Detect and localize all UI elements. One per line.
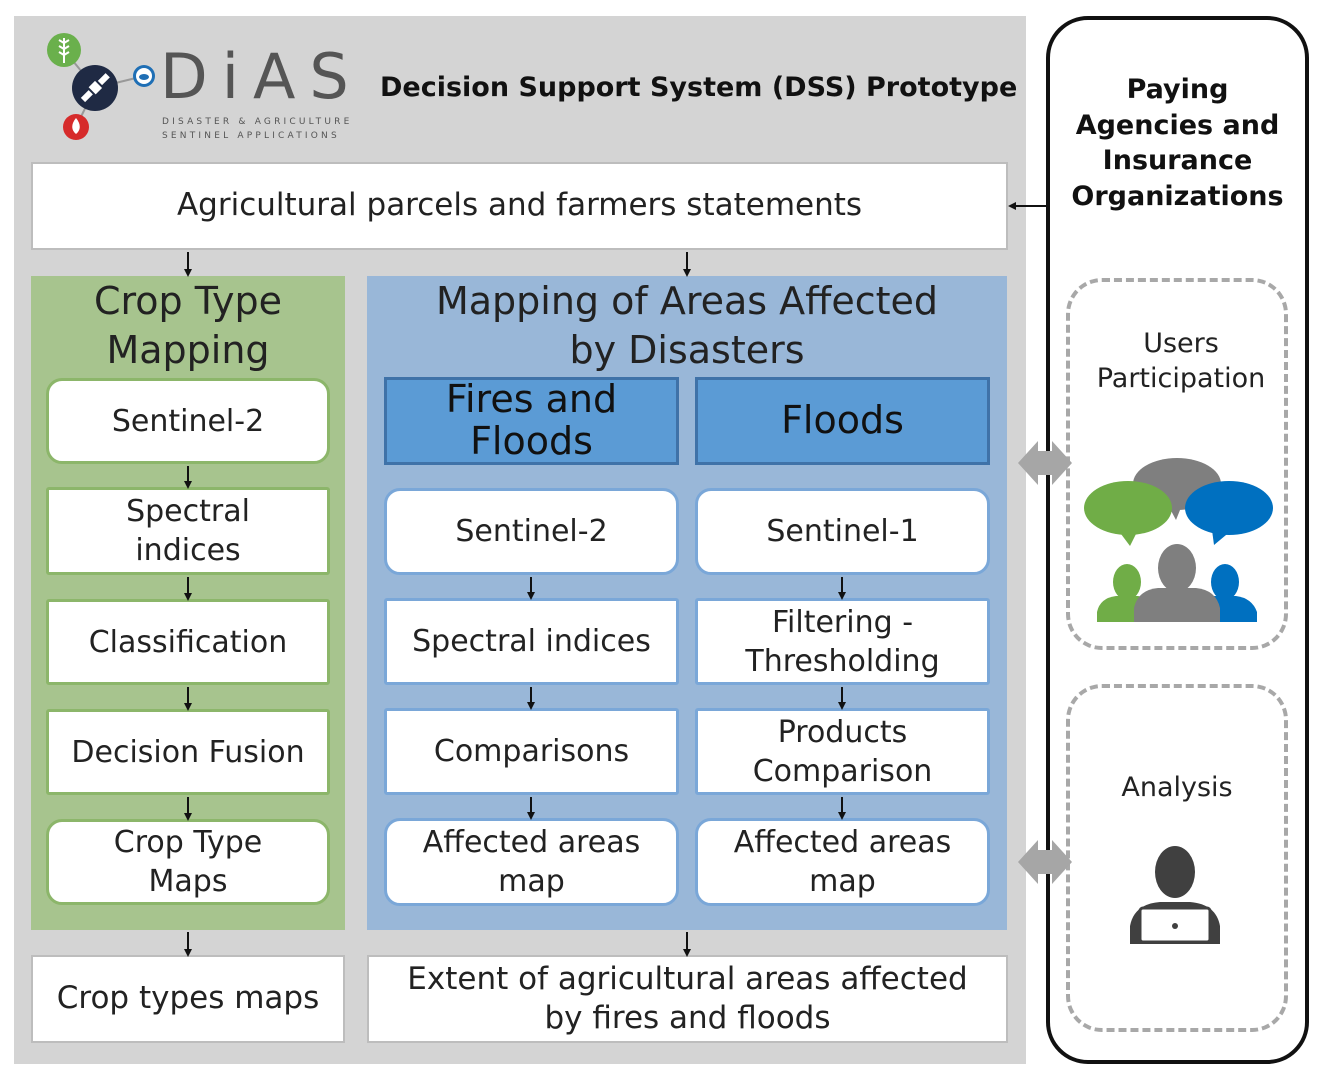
users-participation-label: Users Participation xyxy=(1070,326,1292,396)
fires-step-sentinel2: Sentinel-2 xyxy=(384,488,679,575)
stakeholders-title-line3: Insurance xyxy=(1102,145,1253,177)
stakeholders-title-line1: Paying xyxy=(1126,74,1229,105)
crop-type-title-line2: Mapping xyxy=(106,328,270,372)
crop-step-sentinel2: Sentinel-2 xyxy=(46,378,330,464)
fires-step-label: Comparisons xyxy=(433,734,630,769)
input-data-label: Agricultural parcels and farmers stateme… xyxy=(176,187,863,224)
crop-step-label: Sentinel-2 xyxy=(111,403,265,439)
floods-step-label-2: map xyxy=(809,864,876,899)
crop-step-label: Crop Type xyxy=(113,825,263,860)
dias-subtitle-1: DISASTER & AGRICULTURE xyxy=(162,117,353,127)
fires-step-label: Sentinel-2 xyxy=(455,514,608,549)
dias-wordmark: DiAS xyxy=(160,40,363,113)
people-group-icon xyxy=(1097,544,1257,622)
crop-type-title-line1: Crop Type xyxy=(93,278,283,323)
crop-step-label-2: indices xyxy=(135,533,241,568)
disaster-output-box: Extent of agricultural areas affected by… xyxy=(367,955,1008,1043)
dias-logo: DiAS DISASTER & AGRICULTURE SENTINEL APP… xyxy=(40,30,350,145)
crop-type-title: Crop Type Mapping xyxy=(31,276,345,376)
fires-floods-header: Fires and Floods xyxy=(384,377,679,465)
crop-step-decision-fusion: Decision Fusion xyxy=(46,709,330,795)
users-participation-line1: Users xyxy=(1143,328,1219,359)
disaster-title: Mapping of Areas Affected by Disasters xyxy=(367,276,1007,376)
floods-header: Floods xyxy=(695,377,990,465)
floods-step-label-2: Comparison xyxy=(752,753,933,789)
users-participation-line2: Participation xyxy=(1096,363,1266,395)
fires-header-line2: Floods xyxy=(470,419,593,463)
input-data-box: Agricultural parcels and farmers stateme… xyxy=(31,162,1008,250)
crop-step-label: Classification xyxy=(88,624,288,660)
floods-step-label: Products xyxy=(777,714,908,750)
crop-step-label: Decision Fusion xyxy=(71,734,305,770)
fire-icon xyxy=(63,114,89,140)
disaster-output-line2: by fires and floods xyxy=(544,1000,831,1036)
fires-header-line1: Fires and xyxy=(445,377,618,422)
crop-step-classification: Classification xyxy=(46,599,330,685)
floods-step-label: Affected areas xyxy=(733,825,952,860)
disaster-title-line2: by Disasters xyxy=(569,328,805,372)
analysis-double-arrow xyxy=(1018,840,1072,884)
fires-step-label: Affected areas xyxy=(422,825,641,860)
fires-step-spectral: Spectral indices xyxy=(384,598,679,685)
wheat-icon xyxy=(47,33,81,67)
speech-bubbles-icon xyxy=(1084,458,1273,546)
crop-step-spectral: Spectral indices xyxy=(46,487,330,575)
dias-subtitle-2: SENTINEL APPLICATIONS xyxy=(162,131,340,141)
page-title: Decision Support System (DSS) Prototype xyxy=(380,72,1018,103)
disaster-title-line1: Mapping of Areas Affected xyxy=(435,278,939,323)
crop-step-maps: Crop Type Maps xyxy=(46,819,330,905)
floods-step-label: Sentinel-1 xyxy=(766,514,919,549)
stakeholders-title-line2: Agencies and xyxy=(1075,109,1280,141)
participation-double-arrow xyxy=(1018,441,1072,485)
flow-arrows xyxy=(184,202,1046,957)
stakeholders-title-line4: Organizations xyxy=(1071,180,1284,212)
fires-step-label-2: map xyxy=(498,864,565,899)
floods-step-sentinel1: Sentinel-1 xyxy=(695,488,990,575)
crop-output-box: Crop types maps xyxy=(31,955,345,1043)
stakeholders-title: Paying Agencies and Insurance Organizati… xyxy=(1050,72,1305,215)
crop-step-label: Spectral xyxy=(126,494,250,529)
person-laptop-icon xyxy=(1130,846,1220,944)
floods-header-label: Floods xyxy=(781,398,904,443)
fires-step-comparisons: Comparisons xyxy=(384,708,679,795)
crop-step-label-2: Maps xyxy=(148,864,228,899)
satellite-icon xyxy=(72,65,118,111)
fires-step-label: Spectral indices xyxy=(412,624,651,659)
floods-step-label: Filtering - xyxy=(771,604,914,640)
floods-step-label-2: Thresholding xyxy=(745,643,940,679)
disaster-output-line1: Extent of agricultural areas affected xyxy=(407,960,968,997)
crop-output-label: Crop types maps xyxy=(56,980,320,1017)
cloud-icon xyxy=(133,65,155,87)
analysis-label: Analysis xyxy=(1121,772,1233,803)
floods-step-affected-map: Affected areas map xyxy=(695,818,990,906)
